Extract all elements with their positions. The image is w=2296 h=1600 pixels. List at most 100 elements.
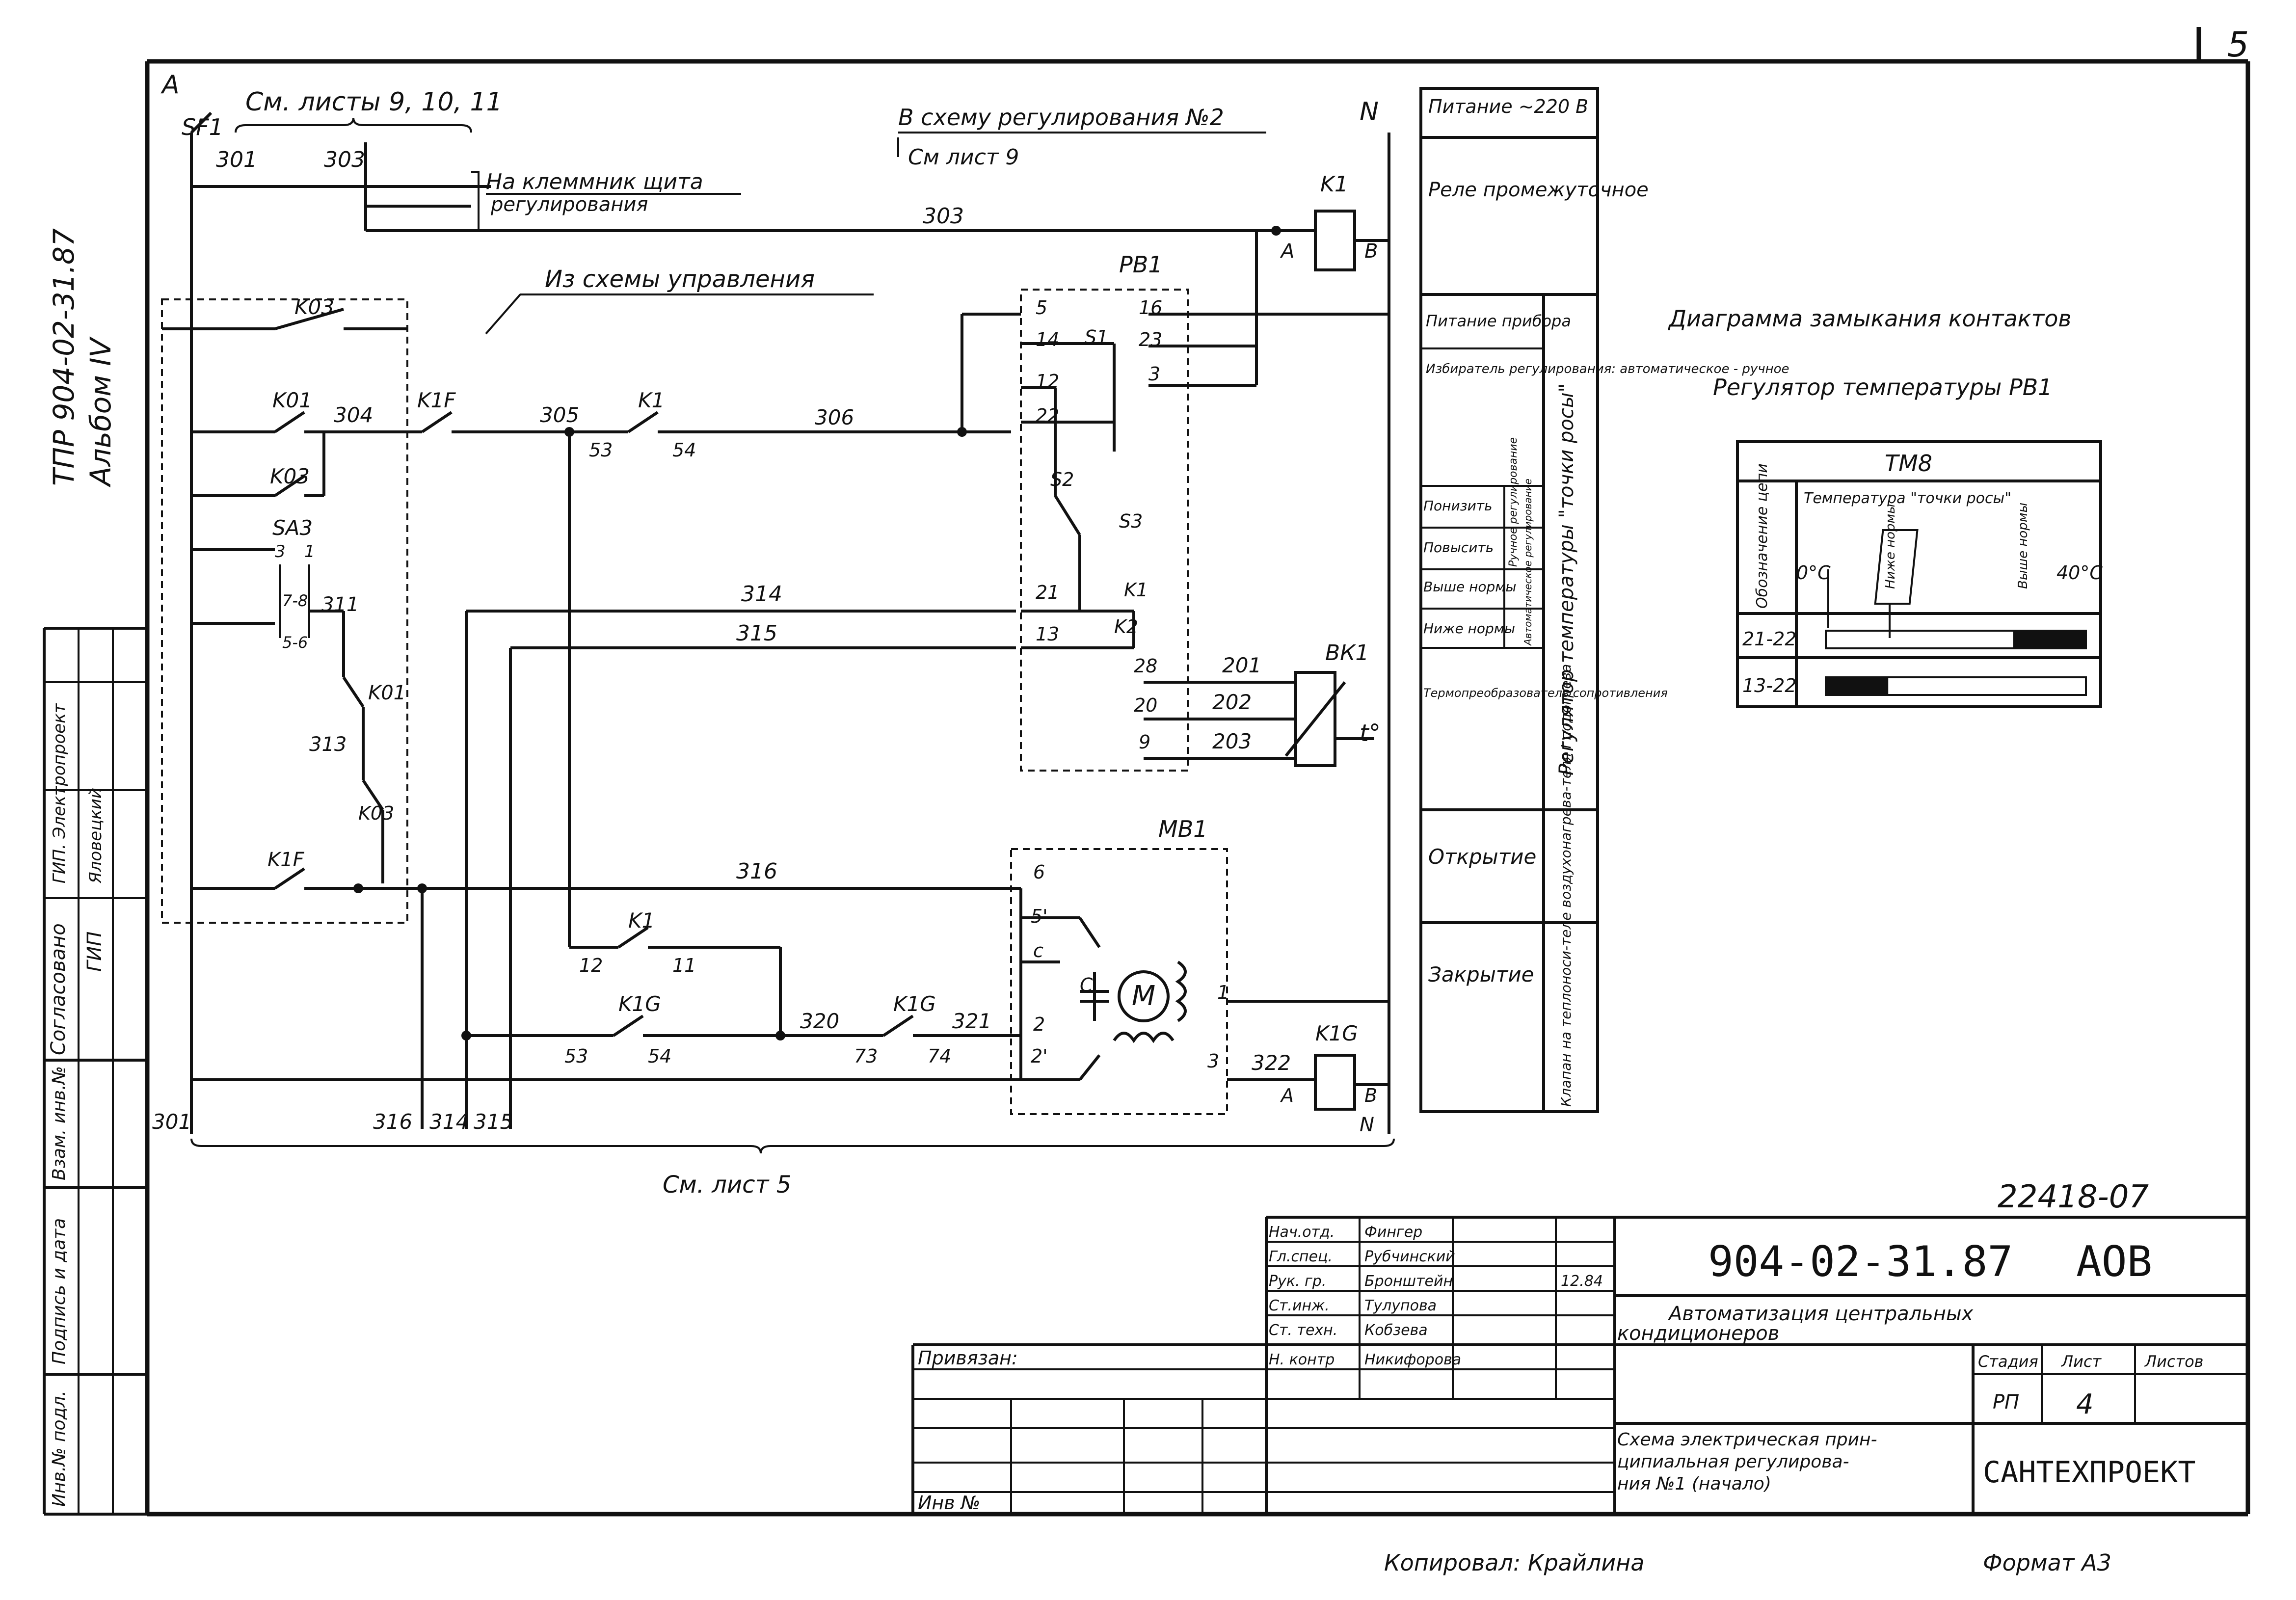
svg-text:ния №1 (начало): ния №1 (начало): [1617, 1474, 1771, 1494]
svg-text:Н. контр: Н. контр: [1269, 1351, 1335, 1368]
sf1-label: SF1: [182, 114, 223, 140]
svg-text:304: 304: [334, 403, 373, 427]
svg-text:54: 54: [672, 439, 696, 461]
svg-text:2: 2: [1033, 1013, 1045, 1035]
phase-label: А: [160, 70, 180, 100]
svg-text:7-8: 7-8: [282, 591, 308, 610]
svg-text:Автоматическое регулирование: Автоматическое регулирование: [1522, 479, 1534, 646]
svg-text:Привязан:: Привязан:: [918, 1347, 1018, 1369]
svg-text:53: 53: [564, 1045, 588, 1067]
svg-text:Схема электрическая прин-: Схема электрическая прин-: [1617, 1430, 1877, 1450]
svg-text:K1: K1: [1320, 172, 1348, 197]
svg-text:Термопреобразователь сопротивл: Термопреобразователь сопротивления: [1423, 686, 1668, 700]
doc-mark: АОВ: [2076, 1237, 2152, 1286]
svg-text:t°: t°: [1360, 720, 1381, 747]
svg-text:Температура "точки росы": Температура "точки росы": [1804, 490, 2011, 507]
svg-text:В: В: [1364, 240, 1378, 263]
svg-text:ТМ8: ТМ8: [1885, 450, 1932, 477]
svg-text:28: 28: [1134, 655, 1157, 677]
svg-text:РП: РП: [1993, 1391, 2019, 1413]
svg-text:с: с: [1033, 940, 1043, 961]
svg-text:Согласовано: Согласовано: [47, 923, 70, 1055]
svg-text:11: 11: [672, 955, 696, 976]
svg-text:Диаграмма замыкания контактов: Диаграмма замыкания контактов: [1668, 305, 2072, 332]
svg-text:МВ1: МВ1: [1158, 816, 1208, 842]
svg-text:кондиционеров: кондиционеров: [1617, 1322, 1779, 1345]
svg-text:А: А: [1280, 1085, 1294, 1106]
svg-text:305: 305: [540, 403, 579, 427]
svg-text:Питание прибора: Питание прибора: [1426, 312, 1571, 330]
svg-text:306: 306: [815, 405, 854, 429]
svg-text:Выше нормы: Выше нормы: [1423, 579, 1517, 595]
svg-text:13: 13: [1036, 623, 1059, 645]
title-block: 22418-07 Нач.отд. Фингер Гл.спец. Рубчин…: [911, 1179, 2248, 1514]
svg-text:Закрытие: Закрытие: [1428, 962, 1534, 987]
svg-text:N: N: [1360, 1114, 1374, 1136]
svg-text:316: 316: [736, 859, 777, 884]
svg-text:202: 202: [1212, 690, 1252, 714]
svg-text:Рук. гр.: Рук. гр.: [1269, 1273, 1326, 1290]
svg-text:20: 20: [1134, 694, 1157, 716]
svg-text:См. лист 5: См. лист 5: [663, 1171, 791, 1199]
svg-text:ТПР 904-02-31.87: ТПР 904-02-31.87: [47, 228, 80, 486]
svg-text:Подпись и дата: Подпись и дата: [49, 1218, 69, 1364]
svg-text:21-22: 21-22: [1742, 628, 1796, 650]
sheet-number: 5: [2227, 25, 2249, 65]
svg-text:314: 314: [741, 582, 782, 607]
svg-text:Питание ~220 В: Питание ~220 В: [1428, 96, 1588, 117]
svg-text:Бронштейн: Бронштейн: [1364, 1273, 1453, 1290]
svg-text:Автоматизация центральных: Автоматизация центральных: [1667, 1303, 1974, 1325]
svg-text:301: 301: [216, 147, 257, 172]
svg-text:4: 4: [2076, 1388, 2094, 1420]
svg-text:12: 12: [579, 955, 603, 976]
svg-text:ГИП. Электропроект: ГИП. Электропроект: [50, 703, 69, 883]
svg-text:Нач.отд.: Нач.отд.: [1269, 1224, 1335, 1241]
svg-text:Избиратель регулирования: авто: Избиратель регулирования: автоматическое…: [1426, 362, 1789, 376]
svg-text:K1G: K1G: [1315, 1021, 1358, 1045]
contact-closed-bar: [1826, 677, 1889, 695]
svg-text:Ручное регулирование: Ручное регулирование: [1507, 437, 1520, 567]
contact-closed-bar: [2013, 631, 2086, 648]
svg-text:Регулятор температуры РВ1: Регулятор температуры РВ1: [1713, 374, 2053, 400]
svg-text:Альбом IV: Альбом IV: [84, 336, 117, 488]
svg-text:313: 313: [309, 733, 347, 756]
svg-text:K1G: K1G: [618, 992, 661, 1016]
svg-text:Реле промежуточное: Реле промежуточное: [1428, 179, 1649, 201]
svg-text:5: 5: [1036, 297, 1047, 319]
svg-text:0°С: 0°С: [1796, 562, 1831, 584]
svg-text:73: 73: [854, 1045, 878, 1067]
svg-text:13-22: 13-22: [1742, 675, 1796, 696]
svg-text:14: 14: [1036, 329, 1059, 350]
svg-text:Ниже нормы: Ниже нормы: [1423, 620, 1515, 637]
svg-text:2': 2': [1031, 1045, 1048, 1067]
svg-text:ГИП: ГИП: [83, 932, 106, 972]
svg-text:12.84: 12.84: [1561, 1273, 1603, 1290]
svg-text:K01: K01: [272, 388, 312, 412]
copied-by: Копировал: Крайлина: [1384, 1549, 1644, 1576]
svg-text:Ст. техн.: Ст. техн.: [1269, 1322, 1337, 1339]
svg-text:Лист: Лист: [2061, 1352, 2102, 1371]
svg-text:311: 311: [321, 593, 359, 616]
svg-text:K1F: K1F: [417, 388, 456, 412]
svg-text:Взам. инв.№: Взам. инв.№: [49, 1066, 69, 1180]
svg-text:314: 314: [429, 1110, 469, 1134]
svg-text:6: 6: [1033, 861, 1045, 883]
svg-text:Из схемы управления: Из схемы управления: [545, 266, 815, 293]
svg-text:Фингер: Фингер: [1364, 1224, 1422, 1241]
svg-text:40°С: 40°С: [2056, 562, 2103, 584]
svg-text:Обозначение цепи: Обозначение цепи: [1754, 463, 1771, 609]
svg-text:Гл.спец.: Гл.спец.: [1269, 1248, 1333, 1265]
svg-text:См лист 9: См лист 9: [908, 145, 1019, 170]
see-sheets-label: См. листы 9, 10, 11: [245, 87, 503, 117]
svg-text:Кобзева: Кобзева: [1364, 1322, 1428, 1339]
svg-text:SA3: SA3: [272, 516, 313, 540]
svg-text:РВ1: РВ1: [1119, 251, 1163, 278]
svg-text:K03: K03: [270, 464, 310, 488]
svg-text:Выше нормы: Выше нормы: [2016, 503, 2030, 589]
neutral-label: N: [1360, 97, 1379, 127]
svg-text:Листов: Листов: [2144, 1352, 2204, 1371]
svg-text:K1F: K1F: [267, 849, 305, 871]
svg-text:3: 3: [1207, 1050, 1219, 1072]
svg-text:322: 322: [1252, 1051, 1291, 1075]
